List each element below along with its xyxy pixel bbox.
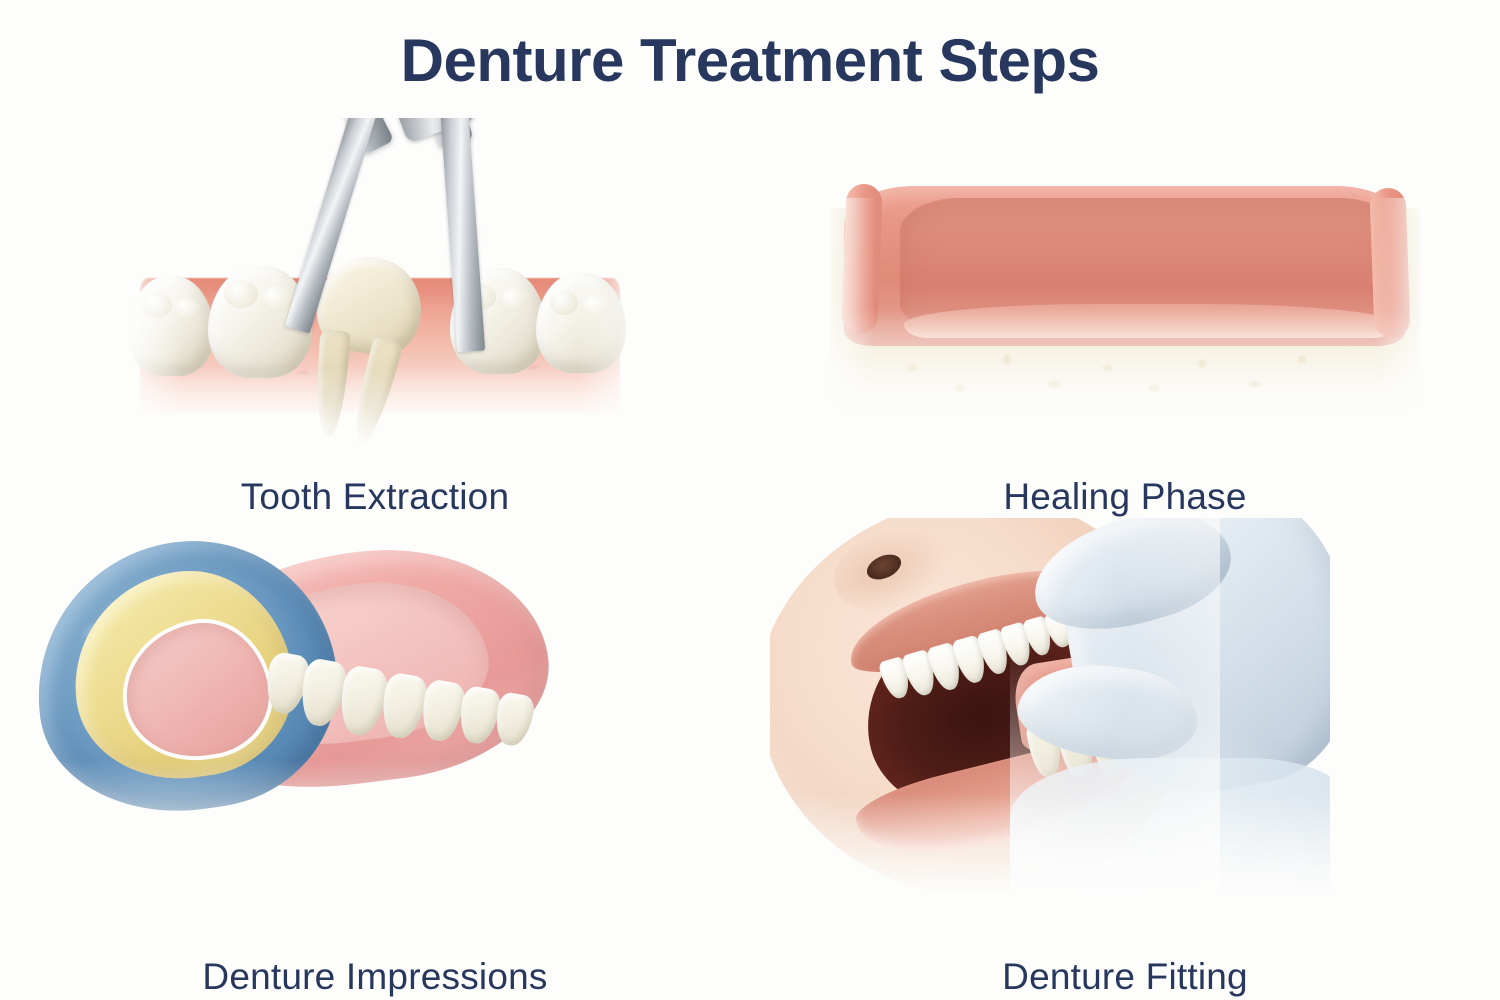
denture-impressions-illustration [0,518,750,956]
ridge-crest-left [841,183,883,335]
page-title: Denture Treatment Steps [400,27,1100,94]
healing-phase-illustration [750,118,1500,476]
dental-forceps-icon [276,118,650,410]
forceps-handle-left [276,118,395,156]
forceps-beak-left [284,118,378,334]
step-panel-healing-phase: Healing Phase [750,118,1500,518]
denture-fitting-illustration [750,518,1500,956]
tooth-extraction-illustration [0,118,750,476]
denture-arch [18,522,570,830]
steps-grid: Tooth Extraction Healing Phase [0,118,1500,998]
healed-gum-mucosa [844,186,1406,346]
surgical-drape [1010,758,1330,898]
step-panel-denture-fitting: Denture Fitting [750,518,1500,998]
step-caption-denture-impressions: Denture Impressions [202,956,548,997]
forceps-beak-right [440,118,486,353]
step-caption-denture-fitting: Denture Fitting [1002,956,1248,997]
ridge-crest-right [1369,187,1411,339]
step-caption-tooth-extraction: Tooth Extraction [240,476,510,517]
step-panel-tooth-extraction: Tooth Extraction [0,118,750,518]
ridge-floor [904,304,1396,338]
step-caption-healing-phase: Healing Phase [1003,476,1247,517]
adjacent-molar-left-outer [128,276,214,376]
step-panel-denture-impressions: Denture Impressions [0,518,750,998]
